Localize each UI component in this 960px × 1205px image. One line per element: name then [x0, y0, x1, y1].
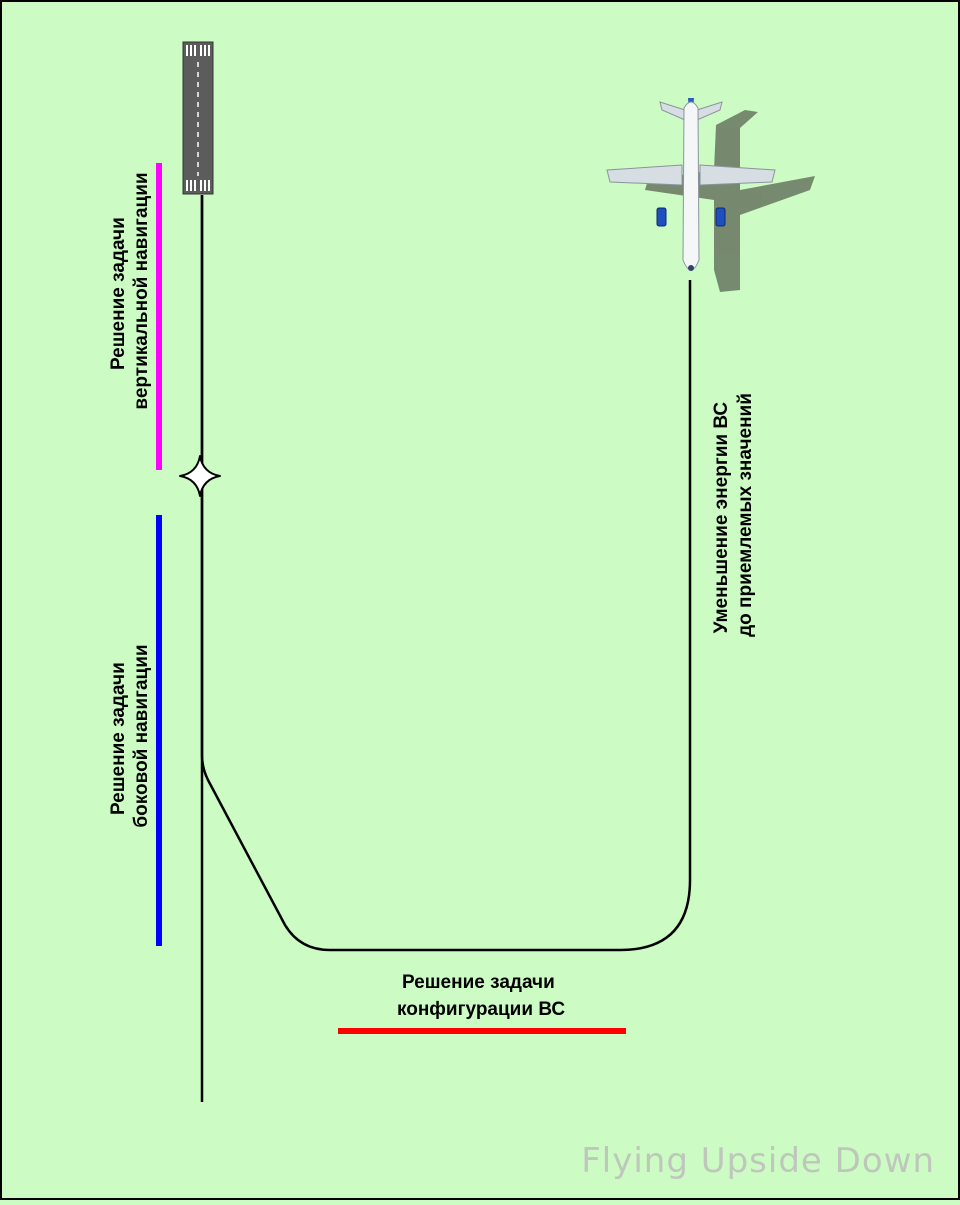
configuration-label-line-1: Решение задачи — [402, 972, 555, 993]
flight-path — [200, 195, 692, 952]
vertical-navigation-label-line-1: Решение задачи — [108, 217, 129, 370]
lateral-navigation-label-line-1: Решение задачи — [108, 662, 129, 815]
energy-reduction-label: Уменьшение энергии ВС до приемлемых знач… — [711, 393, 756, 637]
configuration-bar — [338, 1028, 626, 1034]
lateral-navigation-bar — [156, 515, 162, 946]
energy-reduction-label-line-2: до приемлемых значений — [735, 393, 756, 637]
configuration-label-line-2: конфигурации ВС — [397, 999, 565, 1020]
waypoint-star-icon — [179, 455, 221, 497]
airplane-icon — [606, 98, 815, 292]
vertical-navigation-label-line-2: вертикальной навигации — [131, 172, 152, 409]
energy-reduction-label-line-1: Уменьшение энергии ВС — [711, 402, 732, 634]
vertical-navigation-bar — [156, 163, 162, 470]
runway-icon — [182, 41, 214, 195]
lateral-navigation-label: Решение задачи боковой навигации — [108, 644, 152, 827]
vertical-navigation-label: Решение задачи вертикальной навигации — [108, 172, 152, 409]
lateral-navigation-label-line-2: боковой навигации — [131, 644, 152, 827]
configuration-label: Решение задачи конфигурации ВС — [397, 972, 565, 1020]
watermark: Flying Upside Down — [581, 1141, 935, 1181]
airplane-shadow — [645, 110, 815, 292]
